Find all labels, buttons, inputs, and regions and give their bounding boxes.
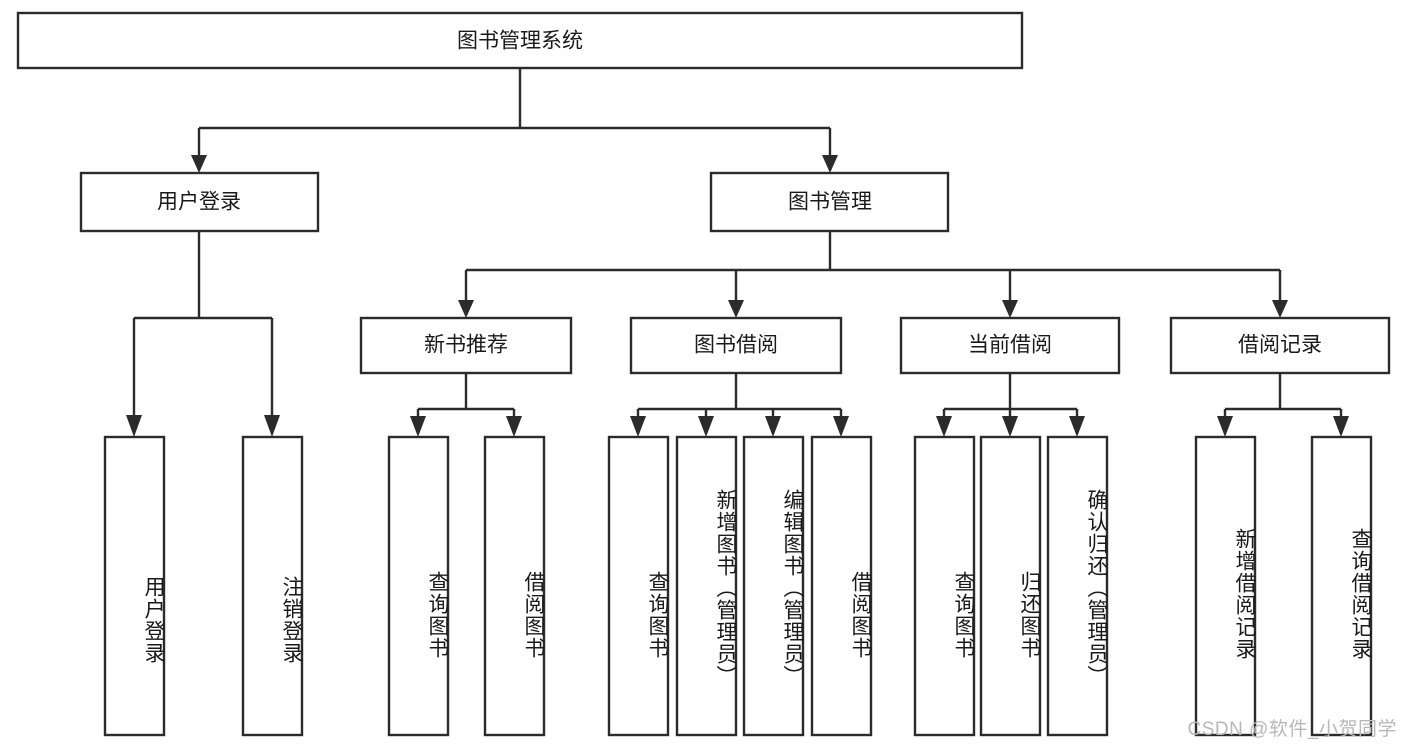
connector-group xyxy=(126,68,1349,437)
current-borrow-label: 当前借阅 xyxy=(968,334,1052,357)
borrow-record-label: 借阅记录 xyxy=(1238,334,1322,357)
leaf-query-book-3-box[interactable] xyxy=(913,435,976,737)
book-borrow-box[interactable] xyxy=(629,316,843,375)
root-box[interactable] xyxy=(16,11,1024,70)
borrow-record-box[interactable] xyxy=(1169,316,1391,375)
new-book-recommend-box[interactable] xyxy=(359,316,573,375)
leaf-borrow-book-1-box[interactable] xyxy=(483,435,546,737)
arrow-leaf-query-record xyxy=(1333,416,1349,437)
arrow-book-borrow xyxy=(728,300,744,318)
arrow-leaf-confirm-return xyxy=(1069,416,1085,437)
node-current-borrow[interactable]: 当前借阅 xyxy=(899,316,1121,375)
user-login-label: 用户登录 xyxy=(157,191,241,214)
leaf-query-book-1-box[interactable] xyxy=(387,435,450,737)
arrow-new-book-recommend xyxy=(458,300,474,318)
book-borrow-label: 图书借阅 xyxy=(694,334,778,357)
arrow-leaf-borrow-book-1 xyxy=(506,416,522,437)
arrow-leaf-user-logout xyxy=(264,415,280,437)
leaf-add-record-box[interactable] xyxy=(1194,435,1257,737)
node-book-borrow[interactable]: 图书借阅 xyxy=(629,316,843,375)
book-management-box[interactable] xyxy=(709,171,950,233)
user-login-box[interactable] xyxy=(79,171,320,233)
leaf-edit-book-box[interactable] xyxy=(742,435,805,737)
node-root[interactable]: 图书管理系统 xyxy=(16,11,1024,70)
leaf-query-book-2-box[interactable] xyxy=(607,435,670,737)
arrow-leaf-add-record xyxy=(1217,416,1233,437)
leaf-user-login-box[interactable] xyxy=(103,435,166,737)
leaf-user-logout-box[interactable] xyxy=(241,435,304,737)
leaf-add-book-box[interactable] xyxy=(675,435,738,737)
leaf-return-book-box[interactable] xyxy=(979,435,1042,737)
node-new-book-recommend[interactable]: 新书推荐 xyxy=(359,316,573,375)
leaf-box-group xyxy=(103,435,1373,737)
book-management-label: 图书管理 xyxy=(788,191,872,214)
arrow-leaf-query-book-2 xyxy=(630,416,646,437)
current-borrow-box[interactable] xyxy=(899,316,1121,375)
arrow-leaf-query-book-3 xyxy=(936,416,952,437)
arrow-leaf-return-book xyxy=(1002,416,1018,437)
root-label: 图书管理系统 xyxy=(457,30,583,53)
leaf-borrow-book-2-box[interactable] xyxy=(810,435,873,737)
arrow-leaf-borrow-book-2 xyxy=(833,416,849,437)
node-book-management[interactable]: 图书管理 xyxy=(709,171,950,233)
arrow-borrow-record xyxy=(1272,300,1288,318)
csdn-watermark: CSDN @软件_小贺同学 xyxy=(1187,719,1397,740)
leaf-confirm-return-box[interactable] xyxy=(1046,435,1109,737)
arrow-book-management xyxy=(822,155,838,173)
arrow-current-borrow xyxy=(1002,300,1018,318)
arrow-user-login xyxy=(191,155,207,173)
arrow-leaf-add-book xyxy=(698,416,714,437)
arrow-leaf-user-login xyxy=(126,415,142,437)
leaf-query-record-box[interactable] xyxy=(1310,435,1373,737)
node-borrow-record[interactable]: 借阅记录 xyxy=(1169,316,1391,375)
arrow-leaf-query-book-1 xyxy=(410,416,426,437)
new-book-recommend-label: 新书推荐 xyxy=(424,334,508,357)
arrow-leaf-edit-book xyxy=(765,416,781,437)
node-user-login[interactable]: 用户登录 xyxy=(79,171,320,233)
